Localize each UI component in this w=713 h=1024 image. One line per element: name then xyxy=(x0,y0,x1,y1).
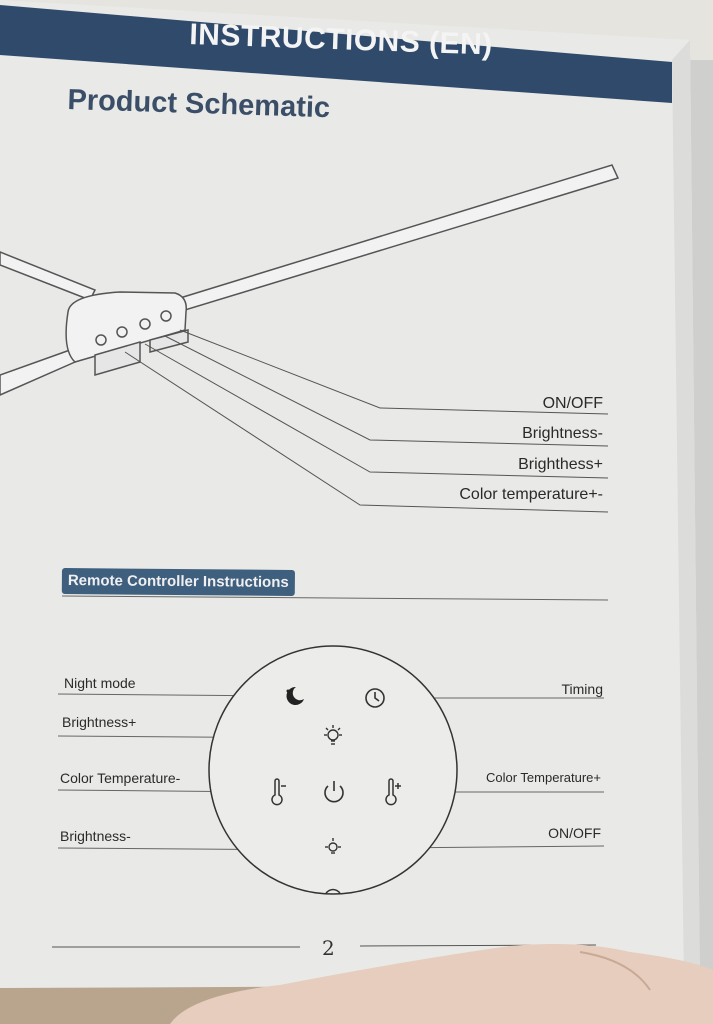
brightness-minus-icon[interactable] xyxy=(321,836,345,862)
manual-page xyxy=(0,0,700,988)
callout-on-off: ON/OFF xyxy=(542,395,603,412)
night-mode-icon[interactable] xyxy=(282,685,308,707)
label-brightness-minus: Brightness- xyxy=(60,828,131,844)
label-timing: Timing xyxy=(561,681,604,697)
label-night-mode: Night mode xyxy=(64,675,136,691)
timing-icon[interactable] xyxy=(362,686,388,710)
callout-leaders xyxy=(124,329,609,513)
label-brightness-plus: Brightness+ xyxy=(62,714,137,730)
label-on-off: ON/OFF xyxy=(548,825,601,841)
light-bar-drawing xyxy=(0,164,620,396)
remote-instructions-heading: Remote Controller Instructions xyxy=(61,568,295,597)
color-temp-minus-icon[interactable] xyxy=(266,778,288,806)
callout-brightness-plus: Brighthess+ xyxy=(518,456,603,473)
label-color-temp-minus: Color Temperature- xyxy=(60,770,181,786)
brightness-plus-icon[interactable] xyxy=(321,724,345,750)
page-number: 2 xyxy=(322,936,335,960)
header-band xyxy=(0,5,672,103)
power-icon[interactable] xyxy=(320,778,348,806)
callout-brightness-minus: Brightness- xyxy=(522,425,603,442)
page-edge-shadow xyxy=(672,40,700,986)
callout-color-temperature: Color temperature+- xyxy=(459,486,603,503)
label-color-temp-plus: Color Temperature+ xyxy=(485,770,601,785)
thumb xyxy=(170,944,713,1024)
remote-notch xyxy=(325,888,341,894)
remote-section-rule xyxy=(61,595,609,601)
color-temp-plus-icon[interactable] xyxy=(380,778,404,806)
remote-controller xyxy=(208,645,458,895)
